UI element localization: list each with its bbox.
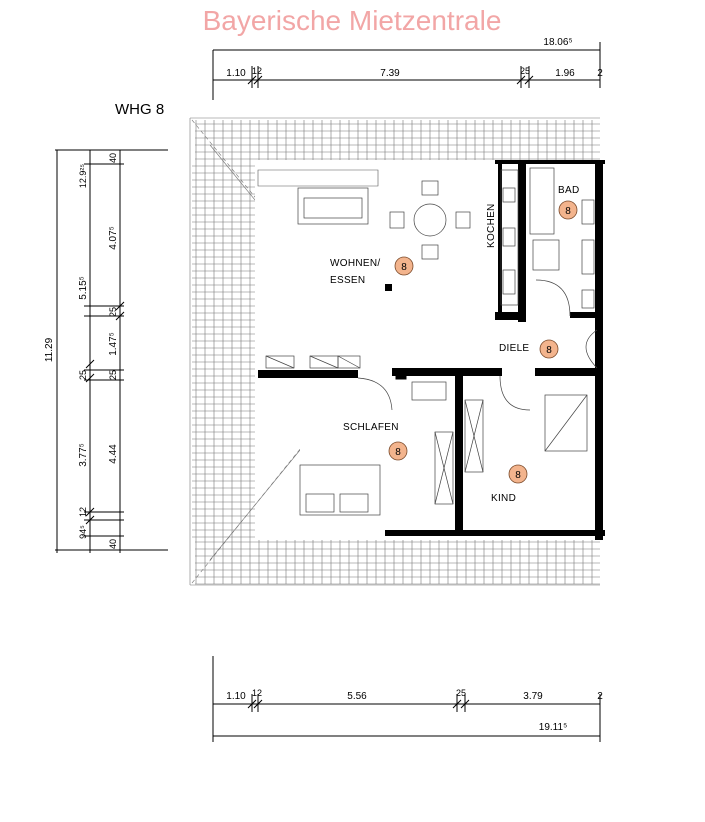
bottom-dim-6: 2 — [597, 691, 603, 702]
kitchen-counter — [500, 169, 519, 306]
left-outer-dim-1: 12.9²⁵ — [78, 164, 88, 189]
walls — [258, 160, 605, 540]
room-badge-number: 8 — [515, 470, 521, 481]
bottom-dimension: 1.10 12 5.56 25 3.79 2 19.11⁵ — [212, 656, 603, 742]
left-inner-dim-4: 1.47⁵ — [108, 332, 119, 356]
left-inner-dim-6: 4.44 — [108, 444, 119, 464]
bath-cabinet — [581, 289, 595, 309]
room-badge: 8 — [558, 200, 578, 220]
furniture — [265, 167, 598, 516]
room-badge-number: 8 — [565, 206, 571, 217]
top-dim-1: 1.10 — [226, 68, 246, 79]
top-dim-3: 7.39 — [380, 68, 400, 79]
stove — [502, 227, 516, 247]
room-labels: WOHNEN/ ESSEN KOCHEN BAD DIELE SCHLAFEN … — [330, 185, 579, 504]
room-label-essen: ESSEN — [330, 275, 365, 286]
door-swing — [499, 375, 531, 411]
apartment-interior — [255, 162, 600, 540]
left-inner-dim-1: 40 — [108, 153, 118, 163]
bottom-total-dimension: 19.11⁵ — [539, 722, 567, 733]
room-label-kochen: KOCHEN — [486, 203, 497, 248]
appliance — [502, 269, 516, 295]
wardrobe — [434, 431, 454, 505]
double-bed — [299, 464, 381, 516]
door-swing — [535, 279, 571, 317]
left-total-dimension: 11.29 — [44, 337, 55, 362]
left-inner-dim-5: 25 — [108, 370, 118, 380]
room-label-schlafen: SCHLAFEN — [343, 422, 399, 433]
room-label-wohnen: WOHNEN/ — [330, 258, 380, 269]
radiator — [265, 355, 295, 369]
top-total-dimension: 18.06⁵ — [543, 37, 572, 48]
room-badge: 8 — [394, 256, 414, 276]
washbasin — [581, 239, 595, 275]
toilet — [581, 199, 595, 225]
left-outer-dim-6: 12 — [78, 507, 88, 517]
bottom-dim-1: 1.10 — [226, 691, 246, 702]
room-badge-number: 8 — [546, 345, 552, 356]
sink — [502, 187, 516, 203]
left-outer-dim-4: 3.77⁵ — [78, 443, 89, 467]
room-label-diele: DIELE — [499, 343, 529, 354]
top-dimension: 18.06⁵ 1.10 12 7.39 25 1.96 2 — [212, 37, 603, 100]
chair — [389, 211, 405, 229]
left-inner-dim-7: 40 — [108, 539, 118, 549]
room-label-kind: KIND — [491, 493, 516, 504]
chair — [455, 211, 471, 229]
room-badge: 8 — [388, 441, 408, 461]
bottom-dim-5: 3.79 — [523, 691, 543, 702]
top-dim-5: 1.96 — [555, 68, 575, 79]
left-outer-dim-3: 25 — [78, 370, 88, 380]
left-inner-dim-3: 25 — [108, 307, 118, 317]
shower — [532, 239, 560, 271]
dresser — [411, 381, 447, 401]
room-label-bad: BAD — [558, 185, 579, 196]
bottom-dim-2: 12 — [252, 688, 262, 698]
left-dimension: 11.29 12.9²⁵ 5.15⁵ 25 3.77⁵ 94⁵ 12 40 4.… — [44, 149, 168, 553]
left-inner-dim-2: 4.07⁵ — [108, 226, 119, 250]
sofa — [297, 187, 369, 225]
wardrobe — [464, 399, 484, 473]
left-outer-dim-5: 94⁵ — [78, 525, 88, 539]
kid-bed — [544, 394, 588, 452]
bottom-dim-3: 5.56 — [347, 691, 367, 702]
bottom-dim-4: 25 — [456, 688, 466, 698]
room-badge-number: 8 — [401, 262, 407, 273]
chair — [421, 180, 439, 196]
dining-table — [413, 203, 447, 237]
bathtub — [529, 167, 555, 235]
room-badge-number: 8 — [395, 447, 401, 458]
chair — [421, 244, 439, 260]
top-dim-4: 25 — [520, 66, 530, 76]
roof-tiles — [189, 117, 600, 586]
room-badge: 8 — [539, 339, 559, 359]
column-marker — [385, 284, 392, 291]
door-swing — [357, 377, 393, 411]
unit-label: WHG 8 — [115, 101, 164, 118]
door-swing — [585, 329, 598, 369]
left-outer-dim-2: 5.15⁵ — [78, 276, 89, 300]
top-dim-6: 2 — [597, 68, 603, 79]
top-dim-2: 12 — [252, 66, 262, 76]
radiator — [337, 355, 361, 369]
watermark: Bayerische Mietzentrale — [203, 5, 502, 36]
room-badge: 8 — [508, 464, 528, 484]
